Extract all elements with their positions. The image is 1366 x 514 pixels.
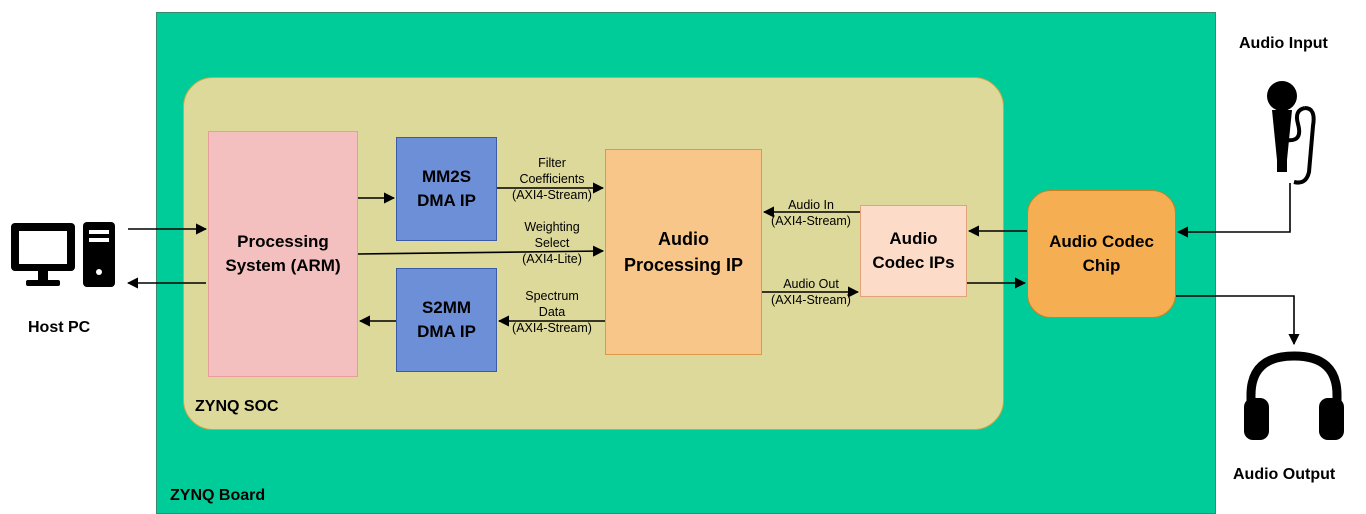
microphone-icon [1267, 81, 1316, 185]
audio-output-label: Audio Output [1233, 466, 1336, 483]
arrow-mic-to-chip [1176, 183, 1291, 238]
audio-input-label: Audio Input [1239, 35, 1328, 52]
arrow-chip-to-headphones [1176, 295, 1300, 346]
mm2s-dma-block: MM2S DMA IP [396, 137, 497, 241]
processing-system-block: Processing System (ARM) [208, 131, 358, 377]
audio-codec-chip-block: Audio Codec Chip [1027, 190, 1176, 318]
s2mm-dma-block: S2MM DMA IP [396, 268, 497, 372]
audio-codec-ips-block: Audio Codec IPs [860, 205, 967, 297]
zynq-board-label: ZYNQ Board [170, 487, 266, 504]
filter-coefficients-label: Filter Coefficients (AXI4-Stream) [512, 156, 592, 202]
arrow-ps-to-api [357, 245, 605, 257]
audio-processing-ip-block: Audio Processing IP [605, 149, 762, 355]
spectrum-data-label: Spectrum Data (AXI4-Stream) [512, 289, 592, 335]
zynq-soc-label: ZYNQ SOC [195, 398, 279, 415]
weighting-select-label: Weighting Select (AXI4-Lite) [522, 220, 582, 266]
desktop-computer-icon [11, 222, 115, 287]
host-pc-label: Host PC [28, 319, 91, 336]
audio-in-label: Audio In (AXI4-Stream) [771, 198, 851, 228]
headphones-icon [1244, 351, 1344, 440]
audio-out-label: Audio Out (AXI4-Stream) [771, 277, 851, 307]
